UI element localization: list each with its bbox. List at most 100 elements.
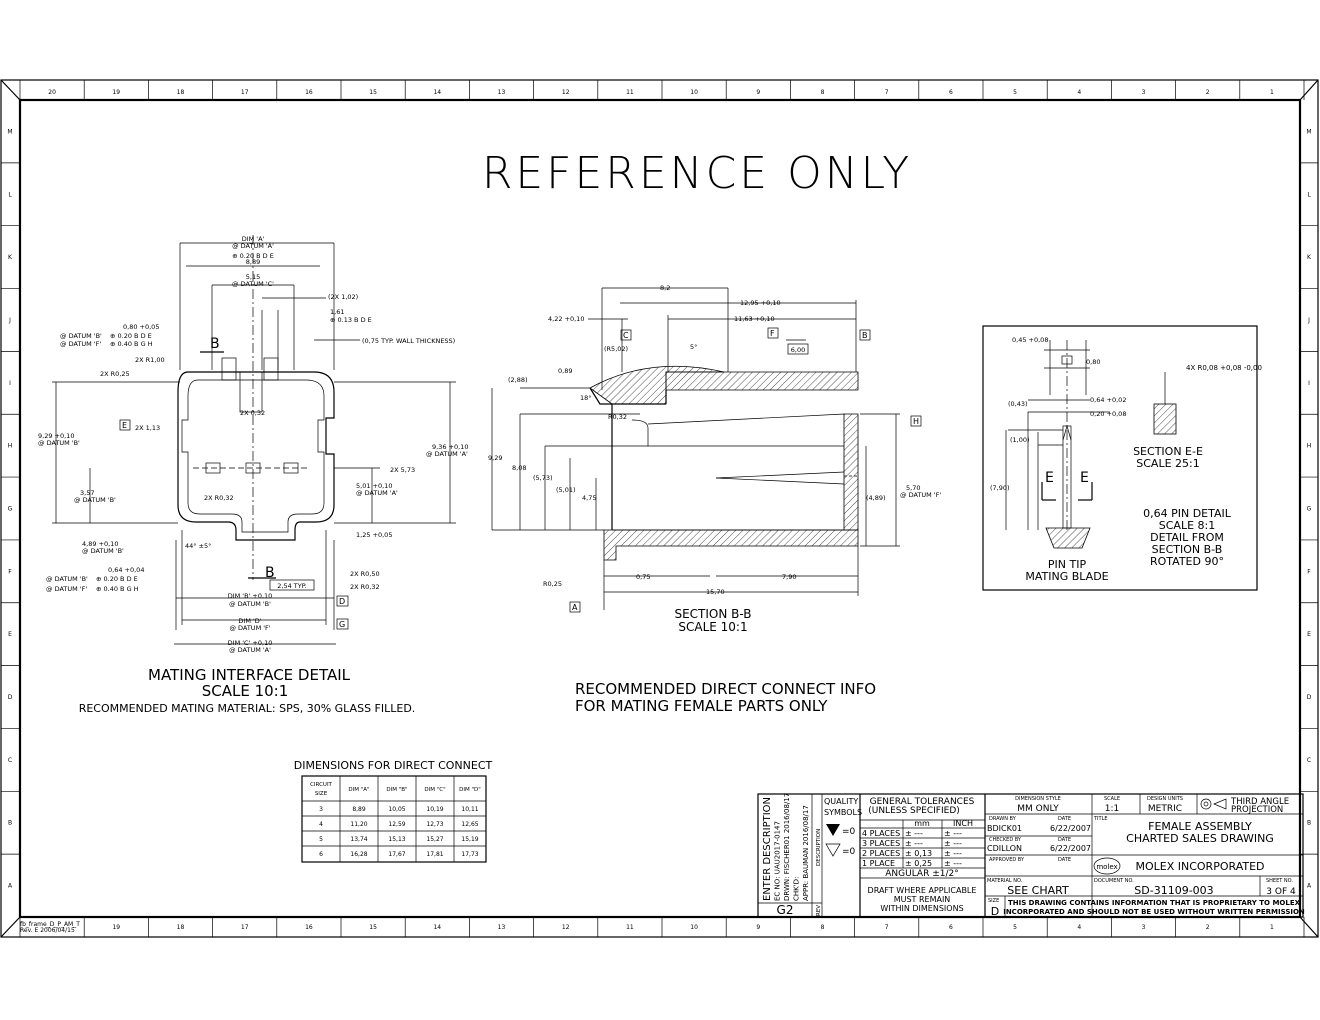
quality-label: QUALITY xyxy=(824,797,858,806)
radius-100: 2X R1,00 xyxy=(135,356,165,364)
pin-dim-790: (7,90) xyxy=(990,484,1010,492)
dim-573: (5,73) xyxy=(533,474,553,482)
dim-929: 9,29 +0,10 xyxy=(38,432,74,440)
dim-936: 9,36 +0,10 xyxy=(432,443,468,451)
dim-d-label: DIM 'D' xyxy=(238,617,261,625)
description-label: DESCRIPTION xyxy=(816,829,822,866)
bottom-column-label: 6 xyxy=(949,924,953,931)
dimensions-table: DIMENSIONS FOR DIRECT CONNECT CIRCUITSIZ… xyxy=(294,759,493,863)
pin-detail-note-line: SECTION B-B xyxy=(1152,543,1223,556)
dim-288: (2,88) xyxy=(508,376,528,384)
revision-letter: G2 xyxy=(777,903,794,917)
radius-032: R0,32 xyxy=(608,413,627,421)
company-name: MOLEX INCORPORATED xyxy=(1135,860,1264,873)
radius-025: 2X R0,25 xyxy=(100,370,130,378)
right-row-label: E xyxy=(1307,631,1311,638)
top-column-label: 13 xyxy=(498,89,506,96)
table-header-cell: CIRCUIT xyxy=(310,782,332,788)
dim-357-datum: @ DATUM 'B' xyxy=(74,496,116,504)
tolerance-b-2: ⊕ 0.20 B D E xyxy=(96,575,138,583)
table-cell: 12,59 xyxy=(388,821,405,828)
dim-b-label: DIM 'B' +0,10 xyxy=(228,592,273,600)
radius-502: (R5,02) xyxy=(604,345,628,353)
dim-113: 2X 1,13 xyxy=(135,424,160,432)
table-cell: 16,28 xyxy=(350,851,367,858)
page-title: REFERENCE ONLY xyxy=(482,148,912,199)
sheet-label: SHEET NO. xyxy=(1266,878,1293,884)
left-row-label: L xyxy=(8,191,12,198)
molex-logo-icon xyxy=(1093,857,1121,875)
pin-dim-045: 0,45 +0,08 xyxy=(1012,336,1048,344)
bottom-column-label: 1 xyxy=(1270,924,1274,931)
top-column-label: 11 xyxy=(626,89,634,96)
dimension-style: MM ONLY xyxy=(1017,804,1059,814)
dim-929-datum: @ DATUM 'B' xyxy=(38,439,80,447)
table-cell: 8,89 xyxy=(352,806,366,813)
table-header-cell: DIM "A" xyxy=(348,787,369,793)
bottom-column-label: 5 xyxy=(1013,924,1017,931)
tolerance-places: 1 PLACE xyxy=(862,859,895,868)
section-bb-title: SECTION B-B xyxy=(674,607,751,621)
table-cell: 17,81 xyxy=(426,851,443,858)
dim-82: 8,2 xyxy=(660,284,670,292)
top-column-label: 19 xyxy=(112,89,120,96)
draft-note-2: MUST REMAIN xyxy=(894,895,951,904)
table-cell: 12,65 xyxy=(461,821,478,828)
left-row-label: M xyxy=(7,128,12,135)
dim-570: 5,70 xyxy=(906,484,920,492)
dim-501: 5,01 +0,10 xyxy=(356,482,392,490)
pin-radius-008: 4X R0,08 +0,08 -0,00 xyxy=(1186,364,1262,372)
checked-by: CDILLON xyxy=(987,844,1022,853)
datum-f-tol-label: @ DATUM 'F' xyxy=(60,340,101,348)
dim-c-label: DIM 'C' +0,10 xyxy=(228,639,273,647)
pin-dim-020: 0,20 +0,08 xyxy=(1090,410,1126,418)
dim-515-datum: @ DATUM 'C' xyxy=(232,280,274,288)
molex-logo-text: molex xyxy=(1096,863,1117,871)
section-bb-scale: SCALE 10:1 xyxy=(678,620,747,634)
left-row-label: F xyxy=(8,568,12,575)
section-e-marker-right: E xyxy=(1080,470,1089,486)
dim-102: (2X 1,02) xyxy=(328,293,358,301)
draft-note-1: DRAFT WHERE APPLICABLE xyxy=(868,886,977,895)
rev-label: REV xyxy=(816,905,822,916)
proprietary-note-2: INCORPORATED AND SHOULD NOT BE USED WITH… xyxy=(1003,908,1305,916)
mating-blade-label: MATING BLADE xyxy=(1025,570,1108,583)
revision-description-line: APPR: BAUMAN 2016/08/17 xyxy=(802,805,810,901)
top-column-label: 16 xyxy=(305,89,313,96)
drawn-by: BDICK01 xyxy=(987,824,1022,833)
table-cell: 15,13 xyxy=(388,836,405,843)
datum-b-tol-label-2: @ DATUM 'B' xyxy=(46,575,88,583)
unless-specified-label: (UNLESS SPECIFIED) xyxy=(868,806,960,816)
right-row-label: L xyxy=(1307,191,1311,198)
dim-a-label: DIM 'A' xyxy=(242,235,265,243)
dim-357: 3,57 xyxy=(80,489,94,497)
design-units-label: DESIGN UNITS xyxy=(1147,796,1183,802)
wall-thickness-note: (0,75 TYP. WALL THICKNESS) xyxy=(362,337,455,345)
dim-1163: 11,63 +0,10 xyxy=(734,315,775,323)
tolerance-mm: ± 0,13 xyxy=(905,849,932,858)
dim-161-tolerance: ⊕ 0.13 B D E xyxy=(330,316,372,324)
section-e-marker-left: E xyxy=(1045,470,1054,486)
proprietary-note-1: THIS DRAWING CONTAINS INFORMATION THAT I… xyxy=(1008,899,1301,907)
dim-125: 1,25 +0,05 xyxy=(356,531,392,539)
material-label: MATERIAL NO. xyxy=(987,878,1023,884)
top-column-label: 10 xyxy=(690,89,698,96)
dim-489: (4,89) xyxy=(866,494,886,502)
tolerance-mm: ± --- xyxy=(905,839,923,848)
sheet-number: 3 OF 4 xyxy=(1266,887,1296,897)
tolerance-inch: ± --- xyxy=(944,839,962,848)
pin-dim-080: 0,80 xyxy=(1086,358,1100,366)
table-cell: 3 xyxy=(319,806,323,813)
bottom-column-label: 7 xyxy=(885,924,889,931)
frame-id: fb_frame_D_P_AM_T xyxy=(20,921,80,928)
tolerance-inch: ± --- xyxy=(944,829,962,838)
dim-600: 6,00 xyxy=(791,346,805,354)
dim-032: 2X 0,32 xyxy=(240,409,265,417)
left-row-label: J xyxy=(8,317,11,324)
section-b-marker-top: B xyxy=(210,336,220,352)
general-tolerances-label: GENERAL TOLERANCES xyxy=(870,797,975,807)
left-row-label: G xyxy=(8,506,13,513)
dimensions-table-title: DIMENSIONS FOR DIRECT CONNECT xyxy=(294,759,493,772)
